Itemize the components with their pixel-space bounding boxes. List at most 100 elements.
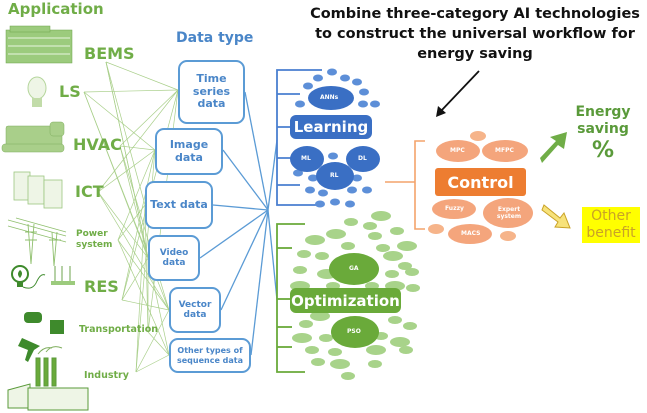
- method-ML: [290, 146, 324, 172]
- application-title: Application: [8, 0, 104, 18]
- method-label-anns: ANNs: [320, 94, 339, 101]
- light-bulb-icon: [27, 76, 47, 107]
- other-benefit-outcome: Other benefit: [582, 207, 640, 243]
- learning-dot: [318, 189, 328, 197]
- app-link-line: [105, 61, 170, 356]
- method-label-expert-system: Expert system: [496, 206, 522, 220]
- optimization-dot: [405, 268, 419, 276]
- app-link-line: [121, 149, 156, 301]
- learning-label: Learning: [290, 115, 372, 139]
- optimization-dot: [319, 334, 333, 342]
- app-link-line: [105, 61, 179, 91]
- app-link-line: [135, 309, 170, 373]
- method-PSO: [331, 316, 379, 348]
- chiller-unit-icon: [1, 121, 65, 153]
- control-dot: [500, 231, 516, 241]
- optimization-dot: [299, 320, 313, 328]
- optimization-dot: [293, 266, 307, 274]
- data-type-link-line: [222, 149, 269, 211]
- energy-saving-label: Energy saving: [575, 104, 631, 137]
- app-link-line: [97, 149, 156, 193]
- data-type-image: Image data: [155, 128, 223, 175]
- energy-saving-arrow-icon: [540, 132, 567, 163]
- data-type-text: Text data: [145, 181, 213, 229]
- optimization-dot: [366, 345, 386, 355]
- data-type-link-line: [212, 204, 269, 211]
- optimization-dot: [397, 241, 417, 251]
- method-label-macs: MACS: [461, 230, 481, 237]
- optimization-dot: [363, 222, 377, 230]
- optimization-bracket: [276, 223, 305, 373]
- optimization-dot: [326, 229, 346, 239]
- learning-dot: [345, 200, 355, 208]
- learning-dot: [313, 74, 323, 82]
- optimization-dot: [376, 244, 390, 252]
- method-ANNs: [308, 86, 354, 110]
- learning-dot: [352, 78, 362, 86]
- optimization-dot: [398, 262, 412, 270]
- train-ship-plane-icon: [18, 312, 64, 362]
- office-building-icon: [5, 25, 73, 64]
- data-type-title: Data type: [176, 30, 254, 46]
- method-MACS: [448, 224, 492, 244]
- optimization-dot: [390, 227, 404, 235]
- optimization-decoration-dots: [290, 211, 420, 380]
- learning-dot: [308, 174, 318, 182]
- method-label-rl: RL: [330, 172, 339, 179]
- learning-dot: [370, 100, 380, 108]
- hub-to-learning-line: [267, 139, 278, 211]
- optimization-dot: [305, 346, 319, 354]
- optimization-dot: [368, 232, 382, 240]
- optimization-dot: [310, 311, 330, 321]
- application-bems: BEMS: [84, 44, 135, 63]
- data-type-link-line: [199, 209, 269, 259]
- application-power-system: Power system: [76, 229, 113, 250]
- method-MFPC: [482, 140, 528, 162]
- optimization-dot: [341, 372, 355, 380]
- optimization-dot: [383, 251, 403, 261]
- data-type-link-line: [220, 209, 269, 311]
- optimization-dot: [297, 250, 311, 258]
- data-type-time-series: Time series data: [178, 60, 245, 124]
- headline-arrow: [436, 70, 480, 117]
- app-link-line: [97, 191, 170, 311]
- app-link-line: [135, 204, 146, 373]
- app-link-line: [117, 239, 170, 311]
- learning-dot: [327, 68, 337, 76]
- learning-dot: [295, 100, 305, 108]
- learning-dot: [359, 88, 369, 96]
- learning-dot: [330, 198, 340, 206]
- data-type-link-line: [244, 91, 269, 211]
- energy-saving-percent: %: [591, 138, 615, 163]
- power-transmission-tower-icon: [7, 217, 67, 267]
- application-ls: LS: [59, 82, 81, 101]
- optimization-dot: [344, 218, 358, 226]
- application-transportation: Transportation: [79, 324, 159, 335]
- app-link-line: [119, 145, 170, 311]
- factory-icon: [7, 346, 89, 411]
- application-hvac: HVAC: [73, 135, 122, 154]
- renewable-energy-icon: [11, 265, 75, 289]
- app-link-line: [83, 89, 179, 93]
- method-label-ga: GA: [349, 265, 359, 272]
- method-label-mpc: MPC: [450, 147, 465, 154]
- method-DL: [346, 146, 380, 172]
- learning-dot: [328, 152, 338, 160]
- app-link-line: [119, 89, 179, 147]
- data-type-vector: Vector data: [169, 287, 221, 333]
- method-Fuzzy: [432, 199, 476, 219]
- app-link-line: [121, 257, 149, 301]
- data-type-link-line: [250, 209, 269, 356]
- method-label-fuzzy: Fuzzy: [445, 205, 464, 212]
- optimization-dot: [385, 270, 399, 278]
- learning-dot: [303, 82, 313, 90]
- optimization-dot: [371, 211, 391, 221]
- optimization-label: Optimization: [290, 288, 401, 313]
- app-link-line: [144, 204, 149, 333]
- optimization-dot: [406, 284, 420, 292]
- app-link-line: [119, 145, 156, 151]
- optimization-dot: [368, 360, 382, 368]
- method-RL: [316, 162, 354, 190]
- optimization-dot: [403, 322, 417, 330]
